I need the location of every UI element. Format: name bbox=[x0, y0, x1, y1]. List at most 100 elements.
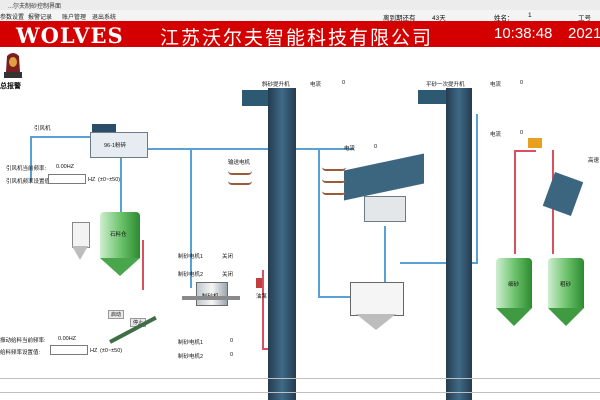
screen-current-value: 0 bbox=[374, 144, 378, 150]
floor-line bbox=[0, 378, 600, 379]
feeder-freq-value: 0.00HZ bbox=[58, 336, 77, 342]
screen-current-label: 电流 bbox=[344, 146, 356, 152]
sand-motor2b-label: 制砂电机2 bbox=[178, 354, 204, 360]
fan-unit: HZ bbox=[88, 177, 96, 183]
elevator2-head bbox=[418, 90, 446, 104]
id-label: 工号 bbox=[578, 15, 591, 22]
start-button[interactable]: 启动 bbox=[108, 310, 125, 319]
sand-motor2-label: 制砂电机2 bbox=[178, 272, 204, 278]
crusher-label: 96-1粉碎 bbox=[104, 143, 127, 149]
motor1-state: 关闭 bbox=[222, 254, 234, 260]
name-label: 姓名： bbox=[494, 15, 514, 22]
motor-indicator-icon bbox=[322, 188, 346, 195]
stone-silo-label: 石料仓 bbox=[110, 232, 127, 238]
company-banner bbox=[0, 21, 600, 47]
days-value: 43天 bbox=[432, 15, 446, 22]
pipe-red bbox=[142, 240, 144, 290]
elevator2-current-value: 0 bbox=[520, 80, 524, 86]
motor-indicator-icon bbox=[228, 178, 252, 185]
feeder-range: (±0~±50) bbox=[100, 348, 123, 354]
dust-collector[interactable] bbox=[72, 222, 90, 248]
bag-filter[interactable] bbox=[350, 282, 404, 316]
pipe-red bbox=[514, 150, 516, 254]
oil-pump-label: 油泵 bbox=[256, 294, 268, 300]
motor-indicator-icon bbox=[228, 168, 252, 175]
bucket-elevator-1[interactable] bbox=[268, 88, 296, 400]
elevator2-label: 平砂一次提升机 bbox=[426, 82, 465, 88]
company-logo: WOLVES bbox=[16, 23, 124, 48]
feeder-motor-label: 输送电机 bbox=[228, 160, 251, 166]
motor1-value: 0 bbox=[230, 338, 234, 344]
stone-silo[interactable] bbox=[100, 212, 140, 258]
pipe bbox=[146, 148, 272, 150]
pipe-red bbox=[514, 150, 536, 152]
right-label: 高速 bbox=[588, 158, 600, 164]
coarse-sand-label: 粗砂 bbox=[560, 282, 572, 288]
pipe bbox=[190, 148, 192, 288]
fan-range: (±0~±50) bbox=[98, 177, 121, 183]
screen-hopper bbox=[364, 196, 406, 222]
pipe bbox=[476, 114, 478, 264]
pipe bbox=[384, 226, 386, 286]
elevator1-head bbox=[242, 90, 268, 106]
window-title: ...尔夫制砂控制界面 bbox=[8, 4, 62, 10]
right-current-value: 0 bbox=[520, 130, 524, 136]
elevator2-current-label: 电流 bbox=[490, 82, 502, 88]
name-value: 1 bbox=[528, 12, 532, 19]
menu-item-accounts[interactable]: 账户管理 bbox=[62, 15, 87, 21]
motor2-state: 关闭 bbox=[222, 272, 234, 278]
menu-item-alarms[interactable]: 报警记录 bbox=[28, 15, 53, 21]
fan-title: 引风机 bbox=[34, 126, 51, 132]
crusher-unit[interactable] bbox=[90, 132, 148, 158]
sand-motor1b-label: 制砂电机1 bbox=[178, 340, 204, 346]
menu-item-exit[interactable]: 退出系统 bbox=[92, 15, 117, 21]
elevator1-label: 斜砂提升机 bbox=[262, 82, 290, 88]
elevator1-current-value: 0 bbox=[342, 80, 346, 86]
fan-freq-input[interactable] bbox=[48, 174, 86, 184]
spiral-classifier[interactable] bbox=[542, 171, 584, 217]
bucket-elevator-2[interactable] bbox=[446, 88, 472, 400]
feeder-unit: HZ bbox=[90, 348, 98, 354]
floor-line bbox=[0, 392, 600, 393]
elevator1-current-label: 电流 bbox=[310, 82, 322, 88]
fine-sand-silo[interactable] bbox=[496, 258, 532, 308]
alarm-siren-icon[interactable] bbox=[4, 52, 22, 80]
pipe bbox=[318, 296, 354, 298]
dust-collector-cone bbox=[72, 246, 88, 260]
days-label: 离到期还有 bbox=[383, 15, 416, 22]
clock-year: 2021 bbox=[568, 25, 600, 42]
menu-item-params[interactable]: 参数设置 bbox=[0, 15, 25, 21]
feeder-freq-input[interactable] bbox=[50, 345, 88, 355]
motor-indicator-icon bbox=[322, 176, 346, 183]
bag-filter-cone bbox=[356, 314, 396, 330]
coarse-sand-silo-cone bbox=[548, 308, 584, 326]
fan-motor-icon bbox=[92, 124, 116, 132]
feeder-set-label: 给料频率设置值: bbox=[0, 350, 41, 356]
sand-making-machine[interactable] bbox=[196, 282, 228, 306]
vibrating-screen[interactable] bbox=[344, 153, 424, 201]
alarm-label: 总报警 bbox=[0, 83, 21, 90]
pipe bbox=[30, 136, 32, 182]
pipe bbox=[30, 136, 90, 138]
pipe bbox=[318, 150, 320, 298]
pipe bbox=[120, 150, 122, 212]
machine-base bbox=[182, 296, 240, 300]
company-name: 江苏沃尔夫智能科技有限公司 bbox=[160, 28, 434, 49]
fine-sand-label: 细砂 bbox=[508, 282, 520, 288]
pipe-red bbox=[262, 270, 264, 350]
fan-set-label: 引风机频率设置值: bbox=[6, 179, 52, 185]
motor-indicator-icon bbox=[322, 164, 346, 171]
coarse-sand-silo[interactable] bbox=[548, 258, 584, 308]
right-current-label: 电流 bbox=[490, 132, 502, 138]
pipe bbox=[400, 262, 478, 264]
motor2-value: 0 bbox=[230, 352, 234, 358]
stone-silo-cone bbox=[100, 258, 140, 276]
fan-freq-value: 0.00HZ bbox=[56, 164, 75, 170]
clock-time: 10:38:48 bbox=[494, 25, 553, 42]
oil-pump-icon[interactable] bbox=[256, 278, 262, 288]
distributor-valve[interactable] bbox=[528, 138, 542, 148]
pipe bbox=[296, 148, 354, 150]
fine-sand-silo-cone bbox=[496, 308, 532, 326]
feeder-freq-label: 振动给料当前频率: bbox=[0, 338, 46, 344]
fan-freq-label: 引风机当前频率: bbox=[6, 166, 47, 172]
